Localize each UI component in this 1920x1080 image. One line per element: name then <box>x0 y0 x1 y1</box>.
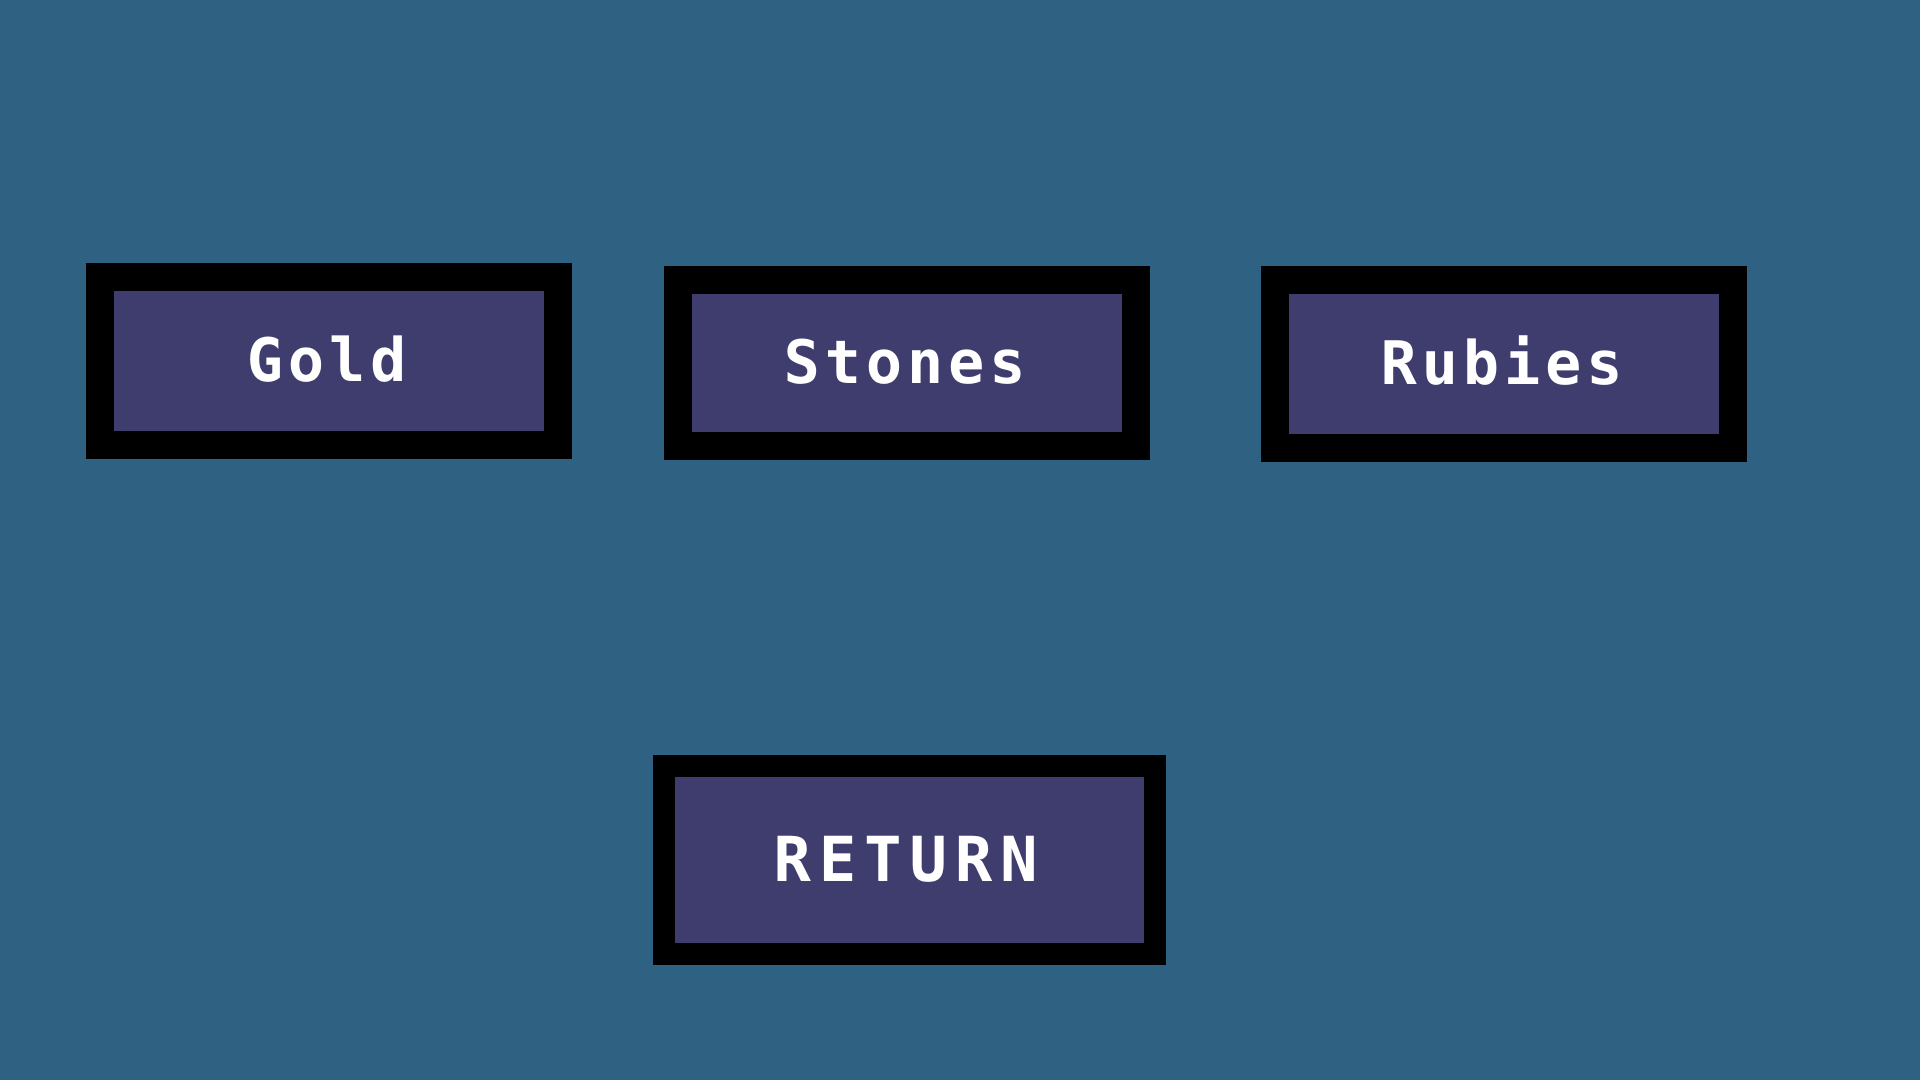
return-button[interactable]: RETURN <box>653 755 1166 965</box>
gold-button[interactable]: Gold <box>86 263 572 459</box>
stones-button[interactable]: Stones <box>664 266 1150 460</box>
rubies-button[interactable]: Rubies <box>1261 266 1747 462</box>
